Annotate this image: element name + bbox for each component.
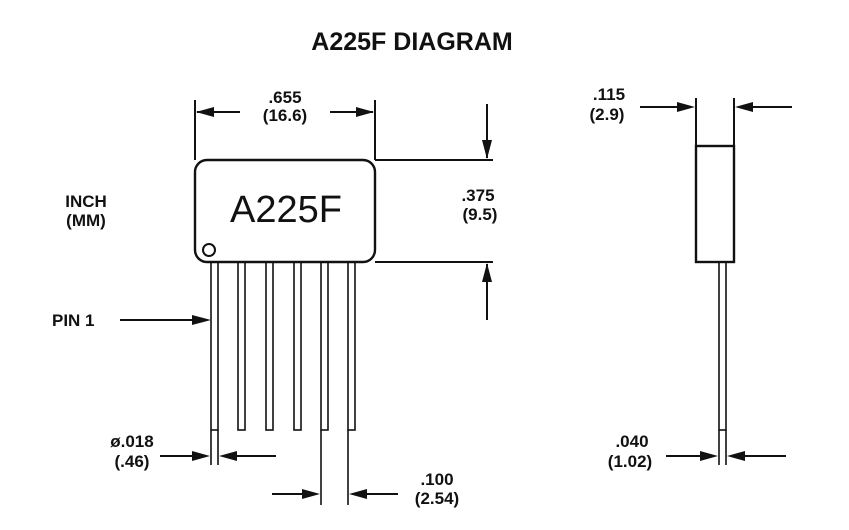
pin-1 [210,261,219,431]
pins [210,261,356,431]
side-pin [718,261,727,431]
arrow-right-icon [700,451,718,461]
pin-6 [347,261,356,431]
pin-3 [265,261,274,431]
width-dimension: .655 (16.6) [194,88,376,160]
height-inch-label: .375 [461,186,494,205]
arrow-right-icon [192,315,211,325]
width-mm-label: (16.6) [263,106,307,125]
pin-pitch-mm-label: (2.54) [415,489,459,508]
pin-diameter-dimension: ø.018 (.46) [110,430,276,471]
side-view: .115 (2.9) .040 (1.02) [590,85,792,471]
package-body [193,158,377,264]
height-mm-label: (9.5) [463,205,498,224]
arrow-left-icon [196,107,214,117]
width-inch-label: .655 [268,88,301,107]
pin1-indicator-dot [202,243,216,257]
pin-2 [237,261,246,431]
part-marking: A225F [230,189,342,231]
pin-pitch-inch-label: .100 [420,470,453,489]
arrow-right-icon [192,451,210,461]
pin-pitch-dimension: .100 (2.54) [272,430,459,508]
pin1-label: PIN 1 [52,311,95,330]
thickness-dimension: .115 (2.9) [590,85,792,146]
arrow-left-icon [219,451,237,461]
front-view: A225F .655 (16.6) [52,88,497,508]
pin1-callout: PIN 1 [52,311,211,330]
arrow-right-icon [302,489,320,499]
arrow-down-icon [482,140,492,159]
thickness-inch-label: .115 [593,85,625,104]
units-primary-label: INCH [65,192,107,211]
side-package-body [694,144,736,264]
lead-width-inch-label: .040 [615,432,648,451]
lead-width-dimension: .040 (1.02) [608,430,786,471]
lead-width-mm-label: (1.02) [608,452,652,471]
pin-diameter-inch-label: ø.018 [110,432,153,451]
arrow-left-icon [735,102,753,112]
pin-4 [293,261,302,431]
height-dimension: .375 (9.5) [375,104,497,320]
pin-5 [320,261,329,431]
pin-diameter-mm-label: (.46) [115,452,150,471]
diagram-title: A225F DIAGRAM [311,28,512,56]
arrow-right-icon [677,102,695,112]
arrow-up-icon [482,263,492,282]
thickness-mm-label: (2.9) [590,105,625,124]
arrow-left-icon [727,451,745,461]
arrow-right-icon [356,107,374,117]
arrow-left-icon [349,489,367,499]
units-secondary-label: (MM) [66,211,106,230]
